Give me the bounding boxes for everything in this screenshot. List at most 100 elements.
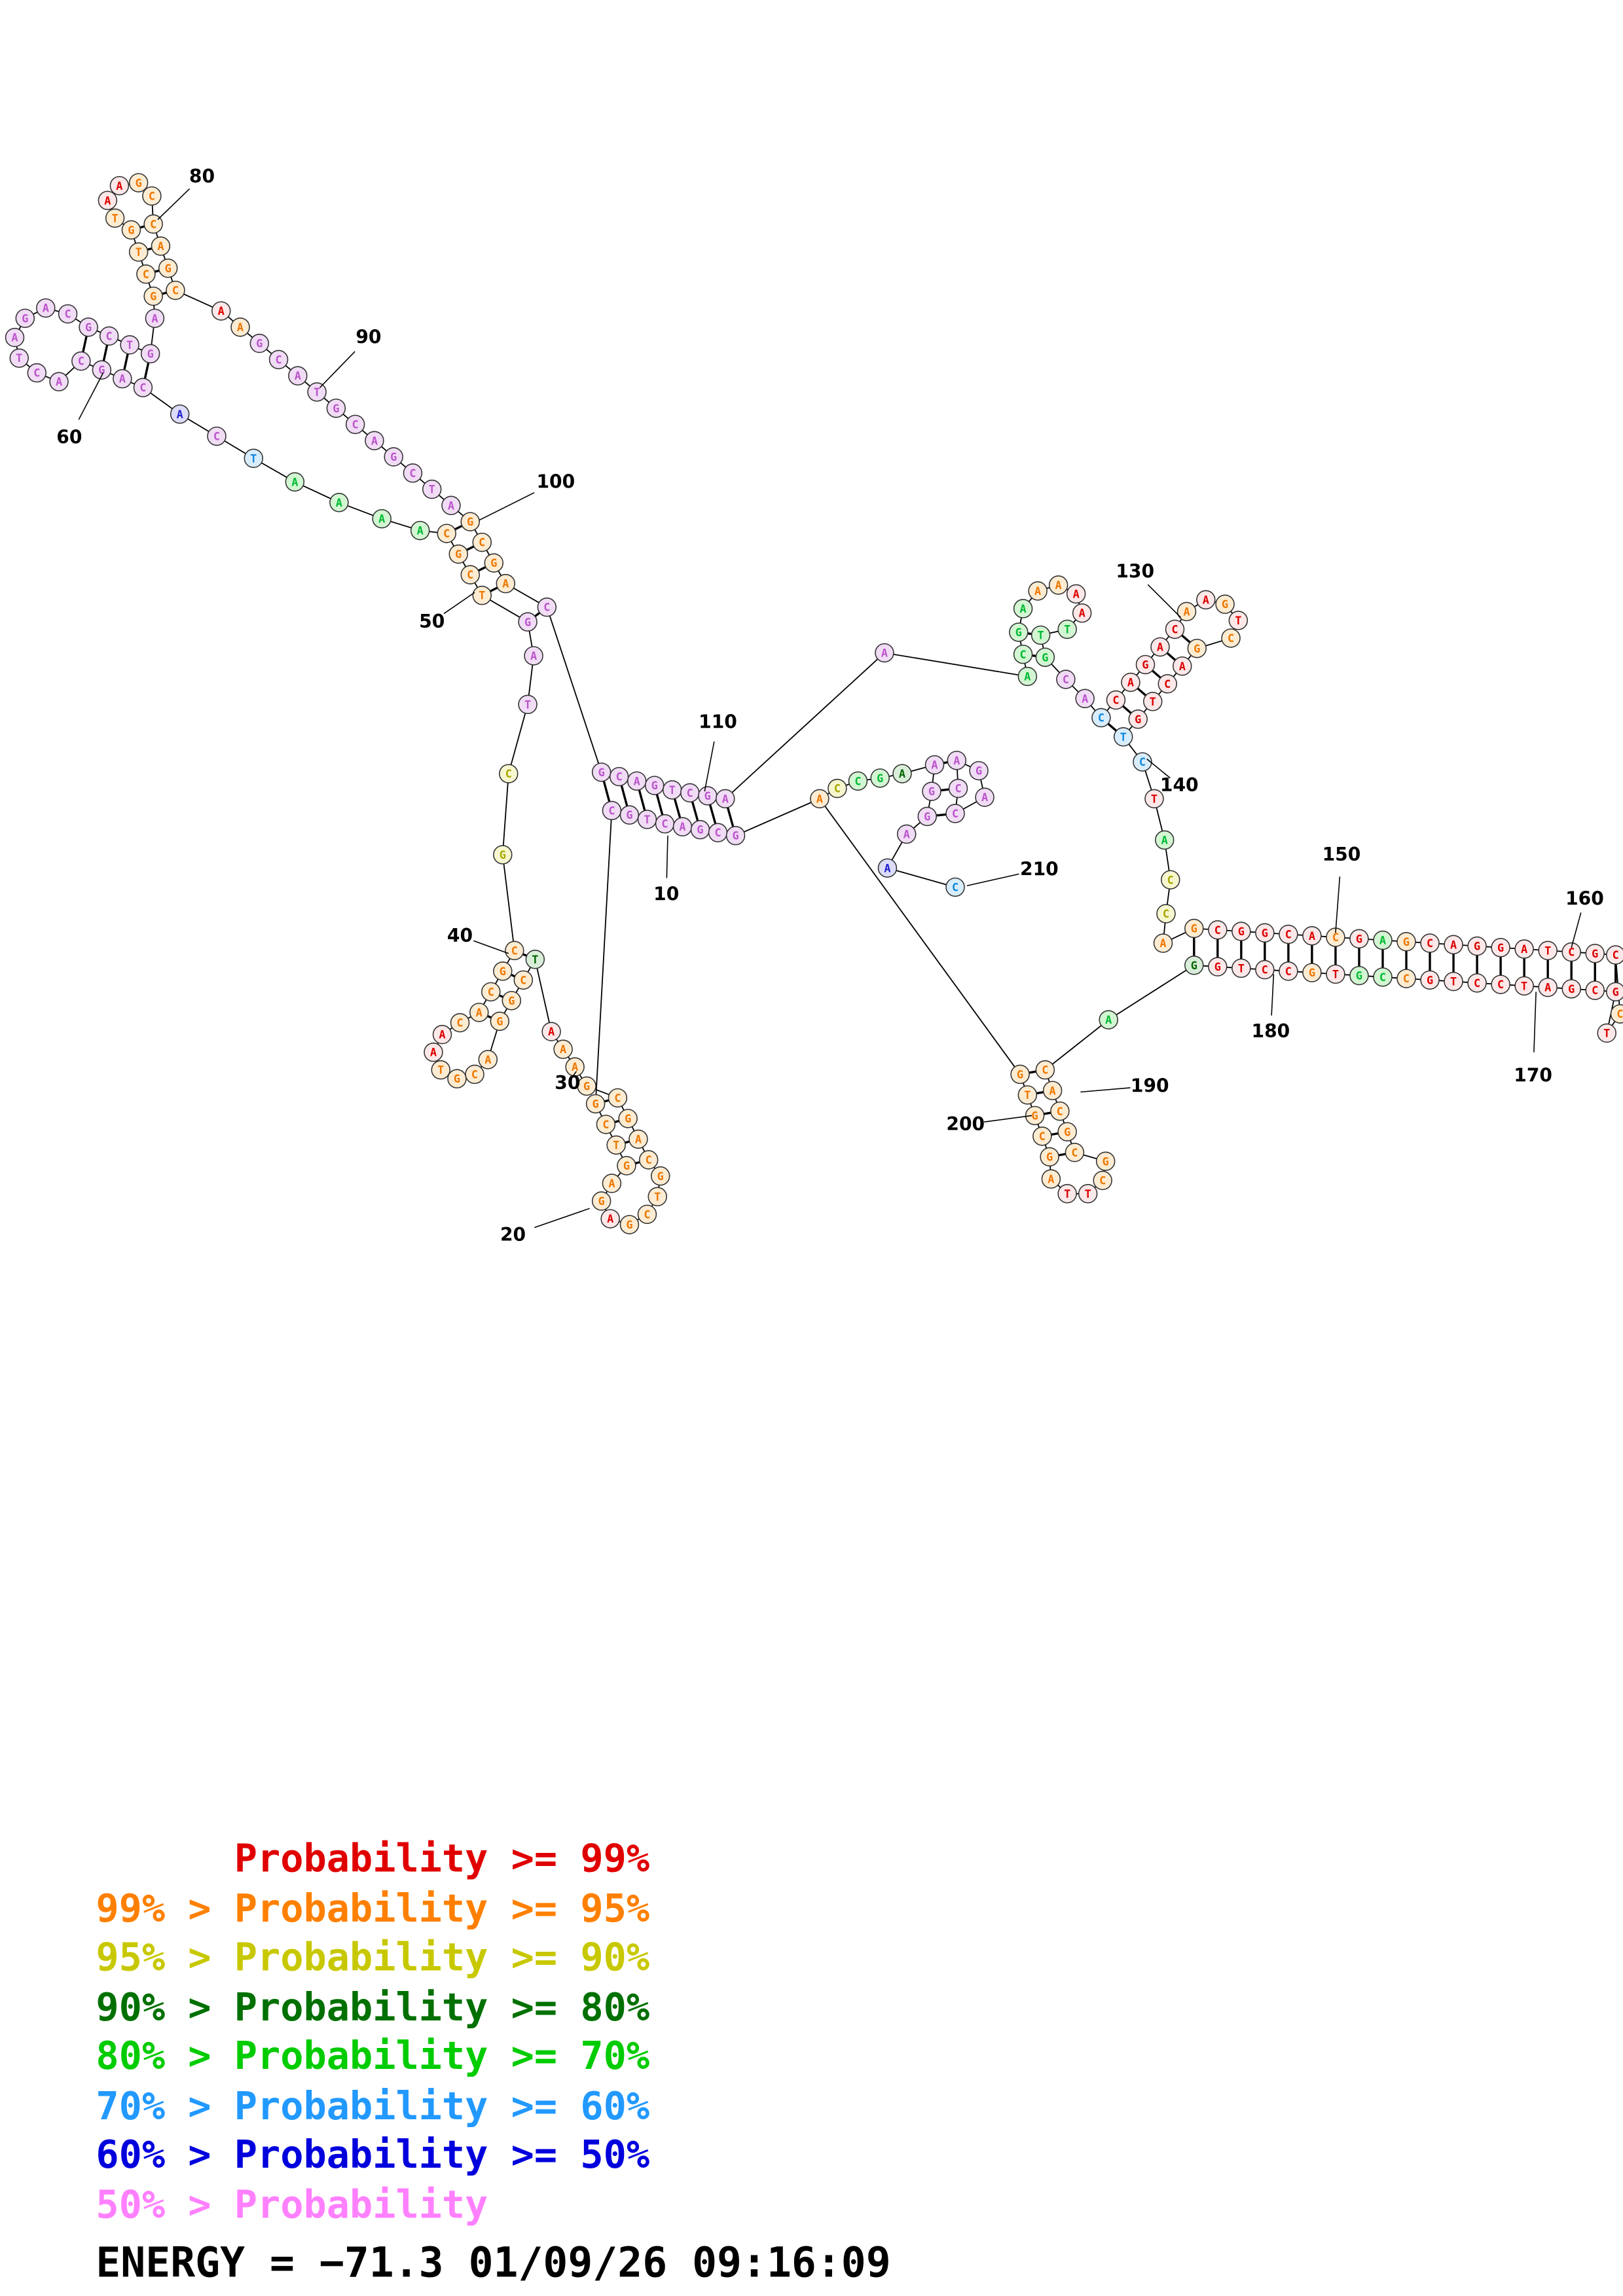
label-pointer-line [534, 1208, 590, 1229]
nucleotide-circle [142, 186, 162, 206]
nucleotide-letter: C [1112, 694, 1119, 707]
nucleotide-circle [27, 363, 47, 383]
nucleotide-letter: A [218, 304, 225, 317]
nucleotide-letter: A [635, 1133, 642, 1146]
nucleotide-circle [36, 298, 56, 318]
nucleotide-circle [1208, 957, 1228, 977]
nucleotide-letter: C [149, 190, 155, 203]
nucleotide-letter: A [476, 1006, 483, 1019]
nucleotide-circle [1009, 622, 1029, 642]
nucleotide-circle [288, 366, 308, 386]
nucleotide-circle [1514, 939, 1534, 959]
nucleotide-letter: C [1063, 673, 1069, 686]
nucleotide-circle [1208, 920, 1228, 940]
nucleotide-letter: G [1356, 932, 1362, 945]
nucleotide-letter: C [467, 568, 473, 581]
nucleotide-circle [1091, 708, 1111, 728]
nucleotide-circle [948, 778, 968, 798]
nucleotide-letter: A [1183, 605, 1190, 619]
nucleotide-circle [490, 1011, 510, 1031]
nucleotide-circle [1042, 1081, 1063, 1100]
nucleotide-circle [365, 431, 384, 450]
nucleotide-letter: T [1544, 944, 1551, 957]
nucleotide-circle [1121, 672, 1140, 692]
nucleotide-circle [1610, 1004, 1623, 1024]
nucleotide-circle [1072, 603, 1092, 623]
nucleotide-circle [585, 1094, 606, 1114]
backbone-line [501, 774, 509, 855]
position-label: 40 [447, 925, 473, 946]
nucleotide-letter: T [1120, 730, 1127, 744]
nucleotide-letter: C [352, 418, 359, 431]
nucleotide-letter: C [33, 367, 40, 380]
nucleotide-circle [437, 524, 456, 543]
nucleotide-circle [143, 286, 163, 306]
nucleotide-letter: C [1167, 873, 1174, 886]
legend-line-lt50: 50% > Probability [96, 2183, 488, 2227]
nucleotide-letter: G [1568, 982, 1575, 996]
nucleotide-letter: G [500, 848, 506, 861]
nucleotide-circle [1373, 930, 1393, 950]
nucleotide-circle [975, 787, 994, 807]
nucleotide-circle [484, 553, 504, 573]
nucleotide-circle [145, 308, 165, 329]
position-label: 150 [1322, 844, 1361, 865]
nucleotide-circle [1093, 1170, 1112, 1191]
nucleotide-circle [9, 348, 29, 368]
nucleotide-circle [98, 190, 118, 210]
backbone-line [735, 798, 820, 836]
nucleotide-letter: A [1203, 593, 1209, 606]
nucleotide-circle [892, 764, 912, 783]
nucleotide-letter: A [484, 1053, 491, 1066]
nucleotide-letter: T [1150, 695, 1156, 708]
nucleotide-circle [1231, 922, 1251, 941]
position-label: 20 [500, 1224, 526, 1246]
position-label: 60 [56, 427, 82, 448]
nucleotide-circle [1326, 964, 1345, 984]
nucleotide-circle [828, 778, 847, 798]
nucleotide-letter: G [1032, 1109, 1038, 1122]
nucleotide-letter: C [608, 804, 615, 817]
nucleotide-circle [1156, 904, 1176, 924]
nucleotide-letter: T [1603, 1026, 1610, 1039]
nucleotide-circle [1113, 727, 1133, 747]
nucleotide-letter: C [661, 817, 668, 831]
backbone-line [534, 959, 552, 1032]
nucleotide-letter: C [1171, 623, 1178, 636]
nucleotide-letter: T [654, 1190, 661, 1203]
nucleotide-letter: A [237, 321, 244, 334]
nucleotide-letter: C [646, 1153, 652, 1166]
nucleotide-letter: C [505, 767, 512, 780]
nucleotide-letter: C [1592, 984, 1598, 997]
nucleotide-letter: C [1071, 1146, 1078, 1159]
nucleotide-letter: C [1139, 755, 1146, 768]
nucleotide-letter: G [1015, 626, 1022, 639]
nucleotide-circle [1041, 1169, 1061, 1189]
nucleotide-letter: C [1098, 711, 1104, 725]
position-label: 100 [536, 471, 575, 492]
nucleotide-circle [619, 1215, 640, 1234]
nucleotide-letter: C [409, 467, 416, 480]
nucleotide-letter: T [112, 211, 119, 224]
nucleotide-letter: C [511, 944, 518, 957]
legend-line-p99: Probability >= 99% [96, 1837, 649, 1881]
legend-line-p50: 60% > Probability >= 50% [96, 2132, 649, 2177]
nucleotide-letter: T [136, 245, 142, 259]
nucleotide-circle [591, 1191, 611, 1211]
nucleotide-circle [460, 512, 481, 531]
nucleotide-letter: A [336, 496, 342, 509]
label-pointer-line [570, 1071, 577, 1081]
nucleotide-letter: A [291, 475, 298, 488]
nucleotide-letter: G [924, 810, 930, 823]
nucleotide-letter: A [1450, 938, 1457, 951]
nucleotide-circle [947, 751, 967, 770]
nucleotide-letter: G [500, 965, 506, 978]
backbone-line [887, 867, 956, 888]
nucleotide-circle [1078, 1184, 1098, 1204]
nucleotide-circle [410, 520, 430, 541]
label-pointer-line [78, 372, 104, 420]
position-label: 210 [1020, 858, 1059, 880]
nucleotide-circle [99, 326, 119, 346]
nucleotide-letter: C [1039, 1130, 1046, 1143]
nucleotide-circle [460, 565, 481, 584]
